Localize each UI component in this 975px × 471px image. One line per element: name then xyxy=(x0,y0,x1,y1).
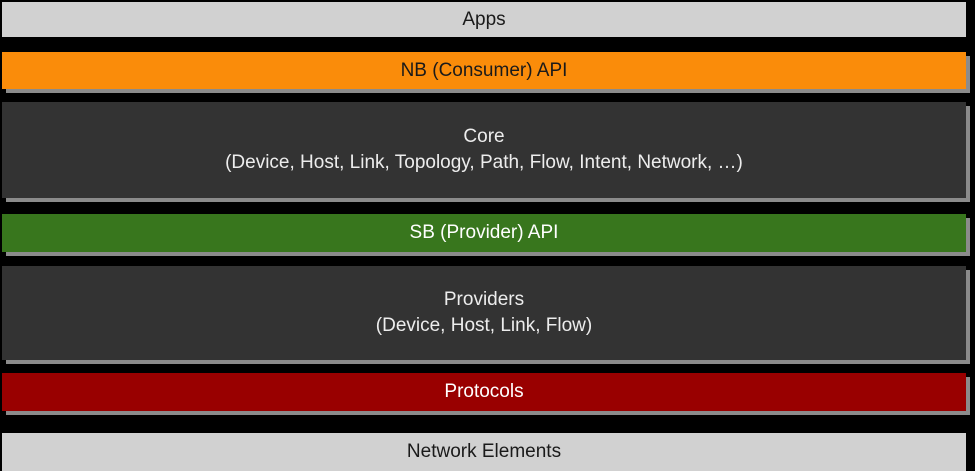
layer-providers: Providers (Device, Host, Link, Flow) xyxy=(2,266,966,360)
layer-network-elements-label: Network Elements xyxy=(406,441,562,462)
layer-core-sublabel: (Device, Host, Link, Topology, Path, Flo… xyxy=(225,152,743,173)
layer-nb-consumer-api: NB (Consumer) API xyxy=(2,52,966,89)
layer-sb-provider-api: SB (Provider) API xyxy=(2,214,966,252)
layer-protocols-label: Protocols xyxy=(444,381,524,402)
layer-nb-consumer-api-label: NB (Consumer) API xyxy=(400,59,568,81)
layer-apps-label: Apps xyxy=(462,8,506,30)
layer-protocols: Protocols xyxy=(2,373,966,411)
layer-network-elements: Network Elements xyxy=(2,433,966,471)
layer-sb-provider-api-label: SB (Provider) API xyxy=(409,222,559,243)
layer-providers-sublabel: (Device, Host, Link, Flow) xyxy=(375,315,593,336)
layer-providers-label: Providers xyxy=(443,289,525,310)
layer-core-label: Core xyxy=(463,126,505,147)
layer-core: Core (Device, Host, Link, Topology, Path… xyxy=(2,102,966,198)
layer-apps: Apps xyxy=(2,2,966,37)
